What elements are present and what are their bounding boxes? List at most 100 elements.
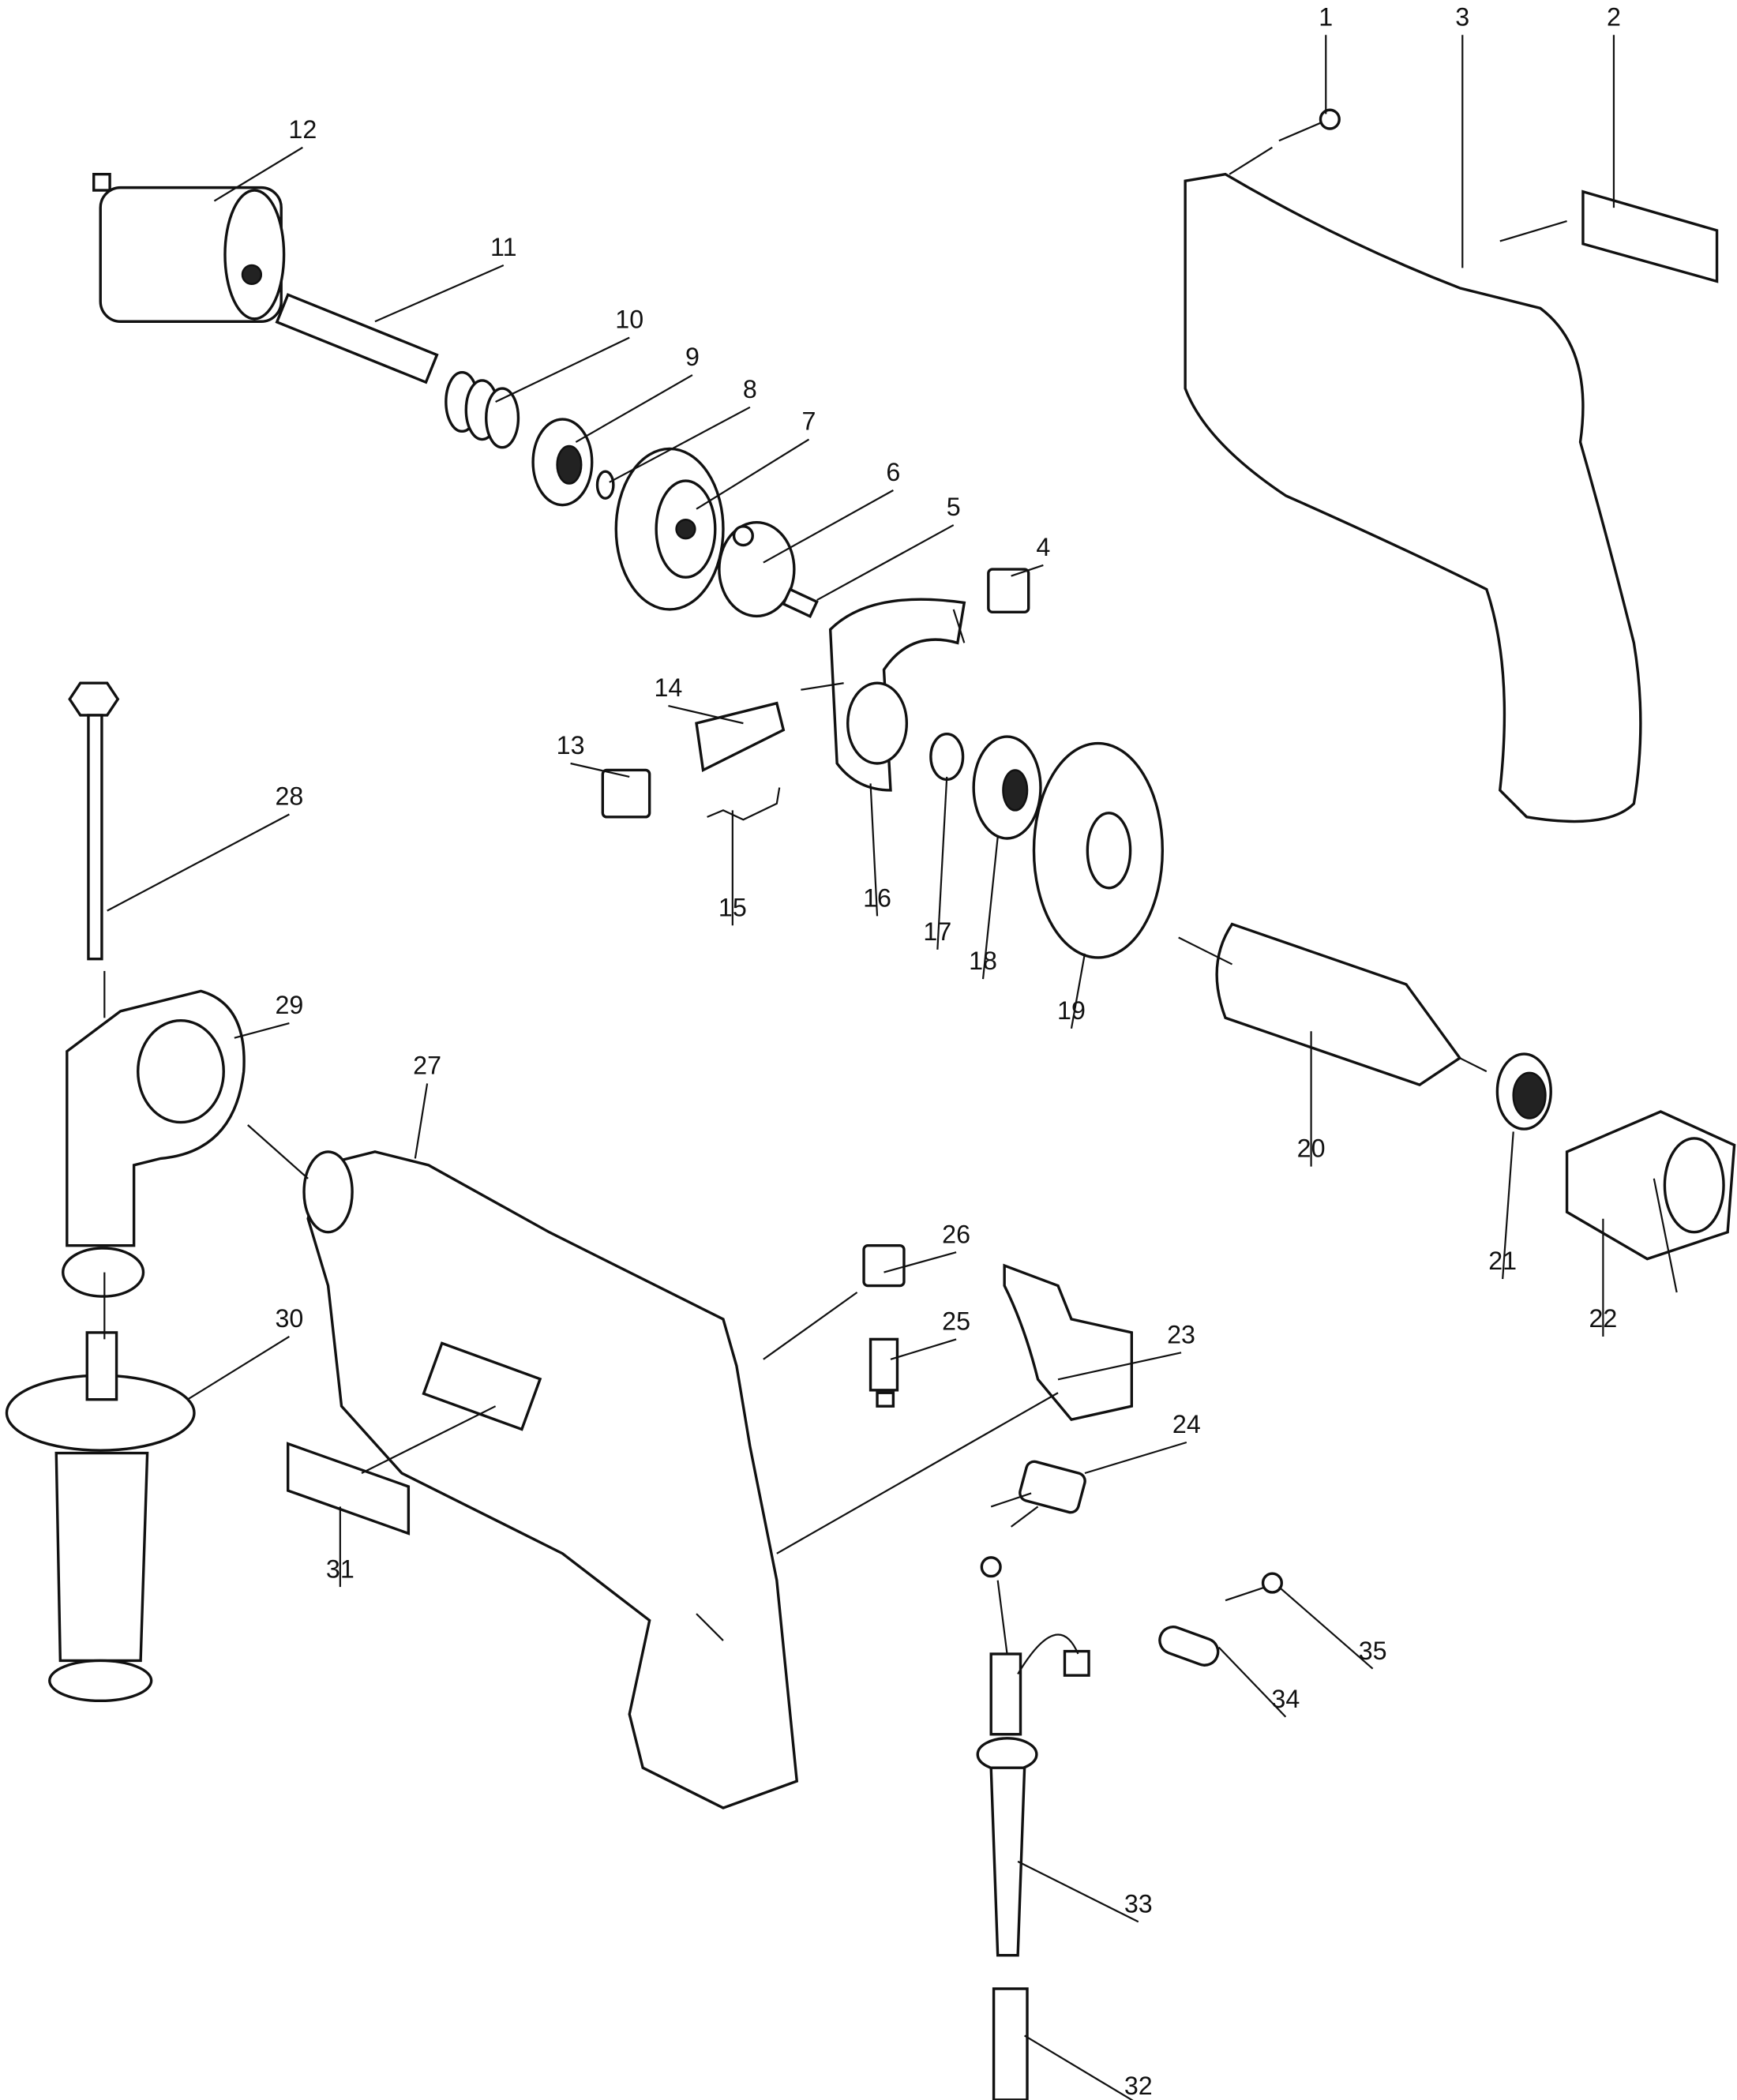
callout-9: 9 <box>685 343 700 371</box>
leader-line-26 <box>884 1251 957 1273</box>
part-28-bolt <box>68 681 120 961</box>
leader-line-19 <box>1070 953 1086 1029</box>
callout-15: 15 <box>718 893 747 921</box>
callout-31: 31 <box>326 1554 355 1583</box>
callout-25: 25 <box>942 1307 970 1336</box>
part-2-label <box>1581 189 1719 283</box>
part-34-strain-relief <box>1158 1626 1220 1667</box>
part-15-clip <box>707 787 781 821</box>
leader-line-11 <box>374 264 505 323</box>
leader-line-35 <box>1278 1586 1374 1670</box>
callout-17: 17 <box>923 917 951 946</box>
part-13-block <box>601 768 651 819</box>
callout-30: 30 <box>275 1304 303 1333</box>
assembly-line <box>952 609 966 643</box>
callout-22: 22 <box>1589 1304 1617 1333</box>
part-7-gear <box>614 447 725 611</box>
leader-line-29 <box>234 1022 290 1039</box>
leader-line-28 <box>107 813 290 912</box>
callout-20: 20 <box>1297 1134 1326 1163</box>
callout-1: 1 <box>1319 2 1333 31</box>
part-35-screw <box>1225 1572 1283 1602</box>
leader-line-7 <box>696 438 810 510</box>
part-17-sleeve <box>929 732 965 782</box>
leader-line-17 <box>936 776 948 950</box>
part-11-spindle <box>275 293 439 384</box>
assembly-line <box>696 1613 724 1641</box>
leader-line-25 <box>890 1338 957 1360</box>
leader-line-6 <box>763 489 894 564</box>
callout-13: 13 <box>557 731 585 759</box>
callout-34: 34 <box>1271 1685 1300 1713</box>
part-16-gear-housing <box>828 598 966 792</box>
leader-line-5 <box>816 524 955 602</box>
callout-14: 14 <box>654 673 682 702</box>
callout-4: 4 <box>1036 533 1050 561</box>
leader-line-13 <box>570 762 630 778</box>
leader-line-10 <box>495 336 630 403</box>
part-26-brush-holder <box>862 1243 906 1288</box>
callout-12: 12 <box>288 115 317 144</box>
callout-11: 11 <box>490 233 516 261</box>
callout-10: 10 <box>615 306 643 334</box>
part-14-plate <box>695 701 786 773</box>
part-30-grip <box>5 1331 196 1703</box>
assembly-line <box>1499 219 1567 242</box>
assembly-line <box>776 1392 1059 1554</box>
assembly-line <box>361 1405 497 1474</box>
assembly-line <box>801 682 844 691</box>
part-22-field <box>1565 1110 1736 1293</box>
part-10-spring <box>445 371 520 449</box>
callout-16: 16 <box>863 884 891 913</box>
callout-28: 28 <box>275 782 303 811</box>
callout-21: 21 <box>1488 1247 1517 1275</box>
leader-line-32 <box>1024 2034 1134 2100</box>
part-32-cord <box>992 1987 1029 2100</box>
part-24-capacitor <box>990 1460 1086 1528</box>
part-1-screw <box>1278 108 1341 142</box>
leader-line-14 <box>668 704 744 725</box>
part-8-ring <box>595 470 615 500</box>
callout-27: 27 <box>413 1052 441 1080</box>
leader-line-4 <box>1011 564 1044 577</box>
callout-5: 5 <box>947 493 961 521</box>
part-9-bearing <box>531 418 594 507</box>
assembly-line <box>763 1292 858 1360</box>
leader-line-30 <box>186 1336 290 1401</box>
leader-line-16 <box>869 783 879 917</box>
callout-24: 24 <box>1172 1410 1201 1438</box>
leader-line-24 <box>1084 1441 1187 1475</box>
part-29-clamp <box>62 989 246 1298</box>
callout-35: 35 <box>1359 1637 1387 1665</box>
part-23-switch <box>1003 1263 1134 1422</box>
callout-29: 29 <box>275 991 303 1019</box>
part-3-housing-half <box>1184 172 1642 823</box>
callout-8: 8 <box>743 375 757 403</box>
assembly-line <box>1229 146 1273 175</box>
part-31-label <box>286 1442 411 1536</box>
callout-2: 2 <box>1607 2 1621 31</box>
leader-line-21 <box>1502 1131 1514 1280</box>
part-5-pin <box>781 587 819 618</box>
leader-line-9 <box>575 374 693 443</box>
leader-line-23 <box>1057 1352 1182 1381</box>
part-4-block <box>987 568 1030 614</box>
callout-23: 23 <box>1167 1320 1195 1348</box>
part-25-brush <box>868 1337 899 1408</box>
callout-33: 33 <box>1124 1889 1153 1918</box>
callout-6: 6 <box>886 458 900 486</box>
parts <box>5 108 1736 2100</box>
assembly-line <box>247 1124 309 1179</box>
leader-line-18 <box>981 837 999 980</box>
leader-line-12 <box>213 146 303 202</box>
part-12-chuck <box>92 172 286 323</box>
part-33-cord-guard <box>976 1556 1090 1957</box>
part-18-bearing <box>972 735 1042 840</box>
callout-32: 32 <box>1124 2072 1153 2100</box>
leader-line-33 <box>1017 1860 1139 1923</box>
leader-lines <box>103 35 1615 2100</box>
callout-19: 19 <box>1057 996 1086 1025</box>
